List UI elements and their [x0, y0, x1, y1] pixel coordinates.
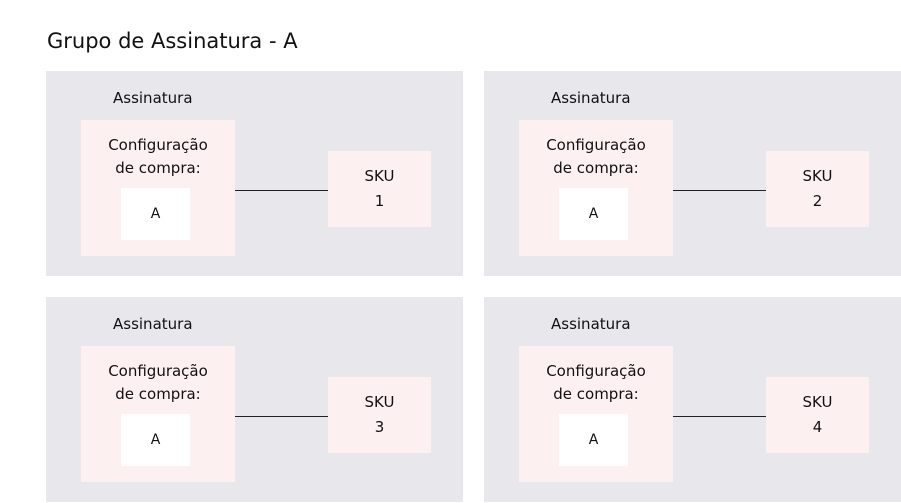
purchase-config-value: A: [559, 414, 628, 466]
purchase-config-text: Configuração de compra:: [519, 134, 673, 180]
sku-number: 2: [812, 192, 823, 210]
diagram-title: Grupo de Assinatura - A: [47, 29, 298, 53]
purchase-config-value: A: [559, 188, 628, 240]
sku-box: SKU 2: [766, 151, 869, 227]
sku-box: SKU 3: [328, 377, 431, 453]
sku-label: SKU: [802, 167, 833, 185]
purchase-config-line-1: Configuração: [108, 362, 208, 380]
subscription-label: Assinatura: [551, 315, 631, 333]
purchase-config-text: Configuração de compra:: [81, 360, 235, 406]
subscription-label: Assinatura: [113, 89, 193, 107]
purchase-config-box: Configuração de compra: A: [81, 346, 235, 482]
purchase-config-line-2: de compra:: [553, 159, 639, 177]
purchase-config-value: A: [121, 188, 190, 240]
purchase-config-line-1: Configuração: [108, 136, 208, 154]
sku-box: SKU 4: [766, 377, 869, 453]
sku-number: 1: [374, 192, 385, 210]
purchase-config-line-1: Configuração: [546, 136, 646, 154]
purchase-config-value: A: [121, 414, 190, 466]
subscription-label: Assinatura: [551, 89, 631, 107]
connector-line: [235, 190, 328, 191]
sku-label: SKU: [364, 167, 395, 185]
purchase-config-line-2: de compra:: [553, 385, 639, 403]
purchase-config-line-1: Configuração: [546, 362, 646, 380]
sku-box: SKU 1: [328, 151, 431, 227]
connector-line: [673, 416, 766, 417]
connector-line: [235, 416, 328, 417]
sku-number: 4: [812, 418, 823, 436]
purchase-config-line-2: de compra:: [115, 385, 201, 403]
subscription-panel-1: Assinatura Configuração de compra: A SKU…: [46, 71, 463, 276]
subscription-label: Assinatura: [113, 315, 193, 333]
purchase-config-text: Configuração de compra:: [519, 360, 673, 406]
purchase-config-box: Configuração de compra: A: [81, 120, 235, 256]
connector-line: [673, 190, 766, 191]
purchase-config-text: Configuração de compra:: [81, 134, 235, 180]
subscription-panel-2: Assinatura Configuração de compra: A SKU…: [484, 71, 901, 276]
purchase-config-box: Configuração de compra: A: [519, 120, 673, 256]
sku-label: SKU: [364, 393, 395, 411]
subscription-panel-3: Assinatura Configuração de compra: A SKU…: [46, 297, 463, 502]
purchase-config-box: Configuração de compra: A: [519, 346, 673, 482]
subscription-panel-4: Assinatura Configuração de compra: A SKU…: [484, 297, 901, 502]
purchase-config-line-2: de compra:: [115, 159, 201, 177]
sku-label: SKU: [802, 393, 833, 411]
sku-number: 3: [374, 418, 385, 436]
